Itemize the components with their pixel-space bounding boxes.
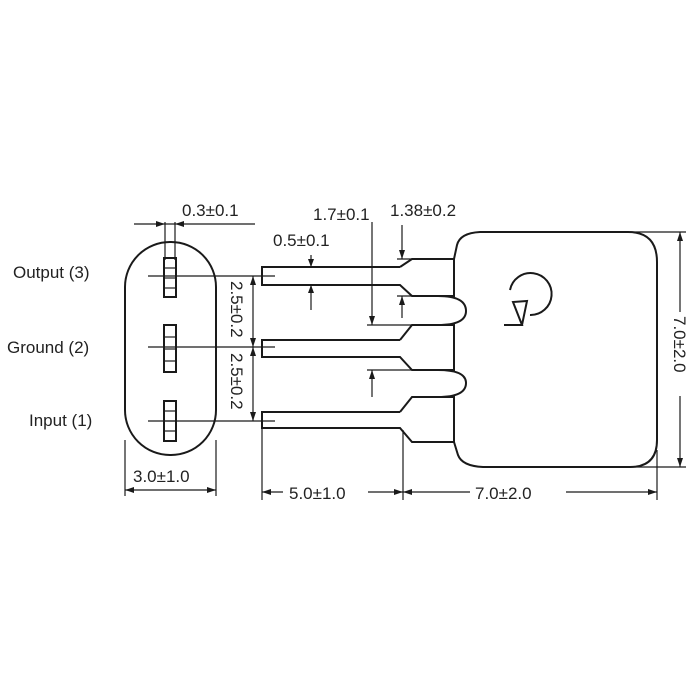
bottom-dimensions [261,428,658,500]
pin-width-dimension [134,221,255,260]
thickness-label: 3.0±1.0 [133,467,190,486]
lead-width-dimension [308,255,314,310]
pin-width-label: 0.3±0.1 [182,201,239,220]
manufacturer-logo [504,272,553,326]
pin-label-output: Output (3) [13,263,90,282]
center-lines [148,275,275,422]
component-body [437,231,658,468]
pin-pads [163,257,177,442]
pitch-lower-label: 2.5±0.2 [227,353,246,410]
side-view-outline [124,241,217,456]
neck-label: 1.38±0.2 [390,201,456,220]
pin-label-ground: Ground (2) [7,338,89,357]
neck-dimension [397,225,420,318]
thickness-dimension [124,440,217,496]
shoulder-dimension [367,222,412,397]
body-height-dimension [630,231,686,468]
pitch-dimension [250,276,256,421]
pitch-upper-label: 2.5±0.2 [227,281,246,338]
leads [261,258,454,443]
shoulder-label: 1.7±0.1 [313,205,370,224]
body-width-label: 7.0±2.0 [475,484,532,503]
lead-width-label: 0.5±0.1 [273,231,330,250]
pin-label-input: Input (1) [29,411,92,430]
lead-length-label: 5.0±1.0 [289,484,346,503]
body-height-label: 7.0±2.0 [670,316,689,373]
